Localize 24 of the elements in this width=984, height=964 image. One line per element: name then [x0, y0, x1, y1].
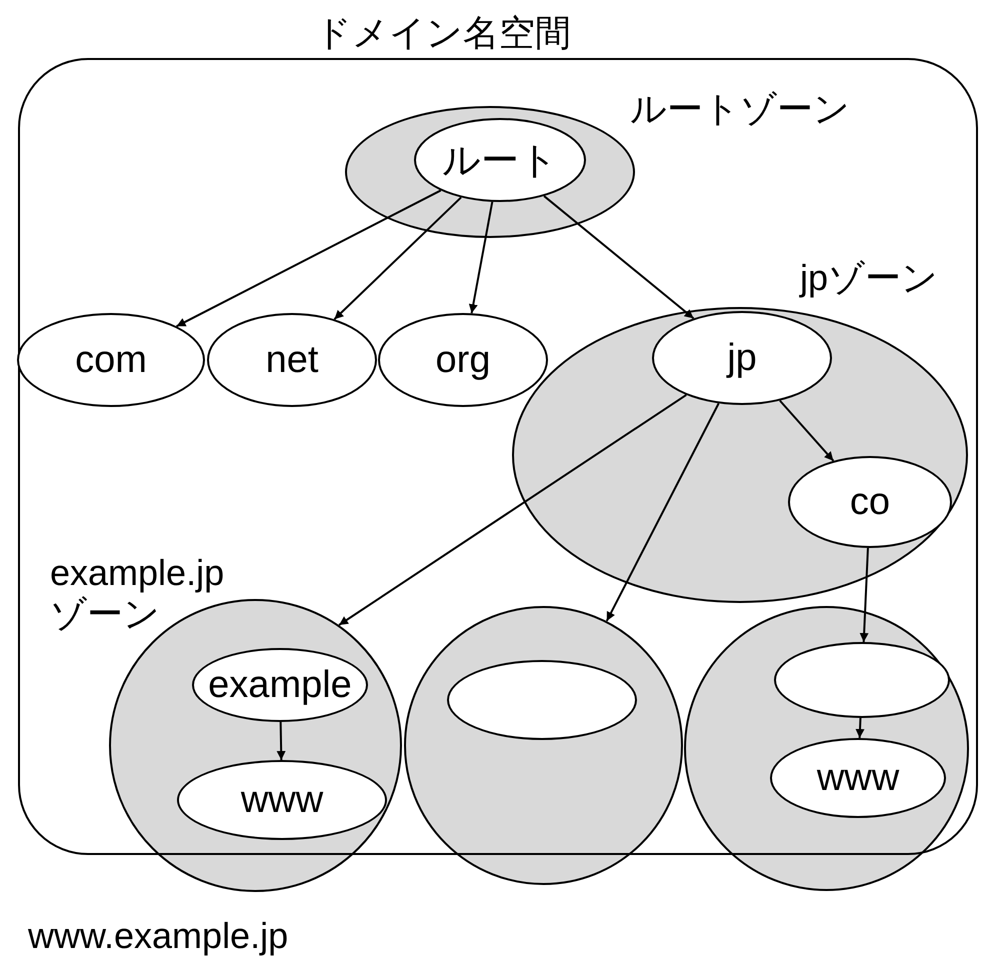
zone-label: example.jp ゾーン	[50, 552, 226, 635]
frame-title: ドメイン名空間	[315, 12, 571, 54]
zone-label: ルートゾーン	[630, 88, 850, 130]
arrow	[276, 722, 286, 760]
domain-ellipse: www	[770, 738, 946, 818]
arrow	[468, 202, 494, 314]
arrow	[606, 402, 720, 622]
arrow	[338, 394, 687, 626]
domain-ellipse: co	[788, 456, 952, 548]
arrow	[779, 400, 834, 462]
domain-ellipse: ルート	[414, 118, 586, 202]
arrow	[334, 196, 462, 320]
domain-ellipse: example	[192, 648, 368, 722]
domain-ellipse: www	[177, 760, 387, 840]
domain-ellipse: net	[207, 313, 377, 407]
domain-ellipse: com	[17, 313, 205, 407]
arrow	[860, 548, 869, 642]
arrow	[856, 718, 864, 738]
domain-ellipse: jp	[652, 311, 832, 405]
zone-label: jpゾーン	[800, 257, 938, 298]
arrow	[543, 195, 694, 320]
domain-name-label: www.example.jp	[28, 915, 288, 956]
arrow	[176, 190, 442, 328]
domain-ellipse: org	[378, 313, 548, 407]
